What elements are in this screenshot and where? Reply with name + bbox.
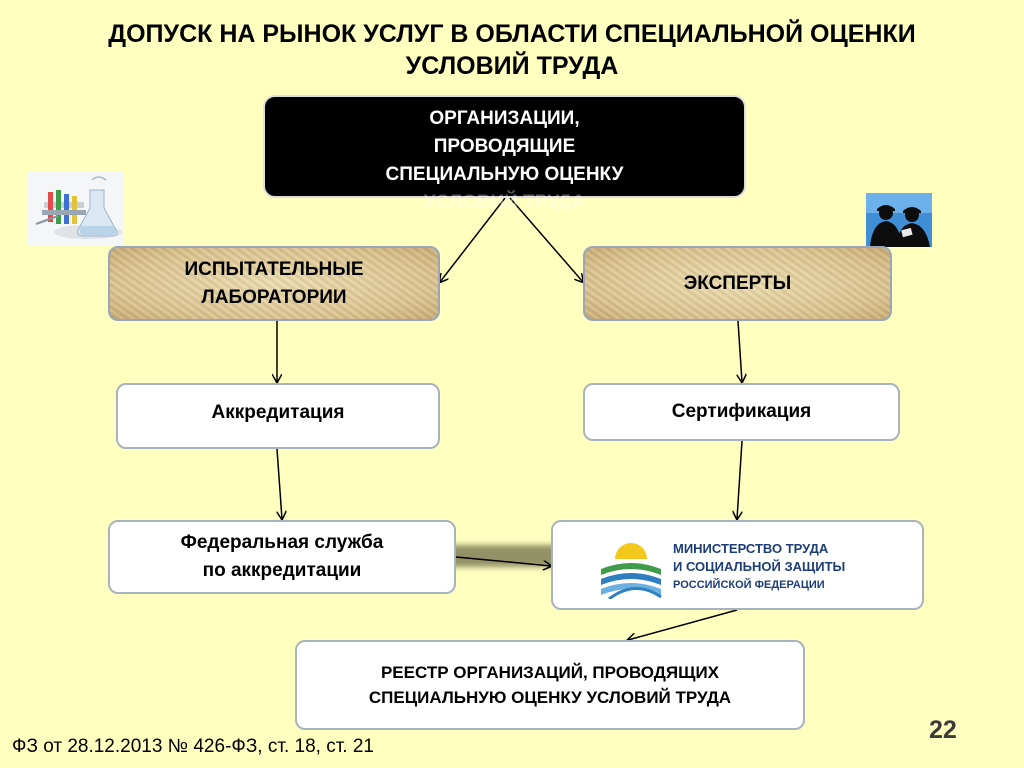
- accreditation-box: Аккредитация: [116, 383, 440, 449]
- slide-title-line-1: ДОПУСК НА РЫНОК УСЛУГ В ОБЛАСТИ СПЕЦИАЛЬ…: [108, 20, 916, 48]
- experts-silhouette-icon: [866, 193, 932, 247]
- organizations-line-3: СПЕЦИАЛЬНУЮ ОЦЕНКУ: [385, 164, 624, 185]
- testing-labs-line-1: ИСПЫТАТЕЛЬНЫЕ: [184, 258, 364, 280]
- arrow-org-to-experts: [509, 197, 583, 282]
- experts-box: ЭКСПЕРТЫ: [583, 246, 892, 321]
- ministry-logo-icon: [599, 543, 663, 599]
- registry-line-2: СПЕЦИАЛЬНУЮ ОЦЕНКУ УСЛОВИЙ ТРУДА: [368, 688, 732, 707]
- page-number: 22: [929, 716, 957, 744]
- arrow-shadow: [440, 545, 560, 567]
- ministry-line-2: И СОЦИАЛЬНОЙ ЗАЩИТЫ: [673, 559, 846, 574]
- experts-label: ЭКСПЕРТЫ: [683, 272, 792, 294]
- ministry-logo-block: МИНИСТЕРСТВО ТРУДА И СОЦИАЛЬНОЙ ЗАЩИТЫ Р…: [593, 531, 885, 603]
- organizations-box: ОРГАНИЗАЦИИ, ПРОВОДЯЩИЕ СПЕЦИАЛЬНУЮ ОЦЕН…: [263, 95, 746, 213]
- ministry-text: МИНИСТЕРСТВО ТРУДА И СОЦИАЛЬНОЙ ЗАЩИТЫ Р…: [673, 540, 845, 594]
- federal-service-line-1: Федеральная служба: [180, 532, 384, 553]
- ministry-box: МИНИСТЕРСТВО ТРУДА И СОЦИАЛЬНОЙ ЗАЩИТЫ Р…: [551, 520, 924, 610]
- arrow-certification-to-ministry: [737, 440, 743, 519]
- ministry-line-3: РОССИЙСКОЙ ФЕДЕРАЦИИ: [673, 579, 825, 591]
- organizations-line-2: ПРОВОДЯЩИЕ: [433, 136, 576, 157]
- law-reference: ФЗ от 28.12.2013 № 426-ФЗ, ст. 18, ст. 2…: [12, 736, 375, 757]
- lab-glassware-icon: [28, 172, 124, 246]
- registry-box: РЕЕСТР ОРГАНИЗАЦИЙ, ПРОВОДЯЩИХ СПЕЦИАЛЬН…: [295, 640, 805, 730]
- federal-service-box: Федеральная служба по аккредитации: [108, 520, 456, 594]
- organizations-line-4: УСЛОВИЙ ТРУДА: [423, 192, 586, 213]
- lab-glassware-picture: [28, 172, 124, 246]
- slide-title-line-2: УСЛОВИЙ ТРУДА: [405, 52, 619, 80]
- registry-line-1: РЕЕСТР ОРГАНИЗАЦИЙ, ПРОВОДЯЩИХ: [380, 663, 720, 682]
- organizations-line-1: ОРГАНИЗАЦИИ,: [429, 108, 580, 129]
- ministry-line-1: МИНИСТЕРСТВО ТРУДА: [673, 541, 829, 556]
- accreditation-label: Аккредитация: [211, 402, 345, 423]
- testing-labs-box: ИСПЫТАТЕЛЬНЫЕ ЛАБОРАТОРИИ: [108, 246, 440, 321]
- federal-service-line-2: по аккредитации: [202, 560, 362, 581]
- arrow-org-to-labs: [440, 197, 506, 282]
- certification-label: Сертификация: [671, 401, 812, 422]
- arrow-experts-to-certification: [738, 320, 742, 382]
- certification-box: Сертификация: [583, 383, 900, 441]
- arrow-accreditation-to-fedservice: [276, 448, 282, 519]
- experts-picture: [866, 193, 932, 247]
- slide-title: ДОПУСК НА РЫНОК УСЛУГ В ОБЛАСТИ СПЕЦИАЛЬ…: [30, 18, 994, 82]
- testing-labs-line-2: ЛАБОРАТОРИИ: [201, 286, 347, 308]
- arrow-fedservice-to-ministry: [455, 556, 551, 566]
- arrow-ministry-to-registry: [628, 609, 738, 640]
